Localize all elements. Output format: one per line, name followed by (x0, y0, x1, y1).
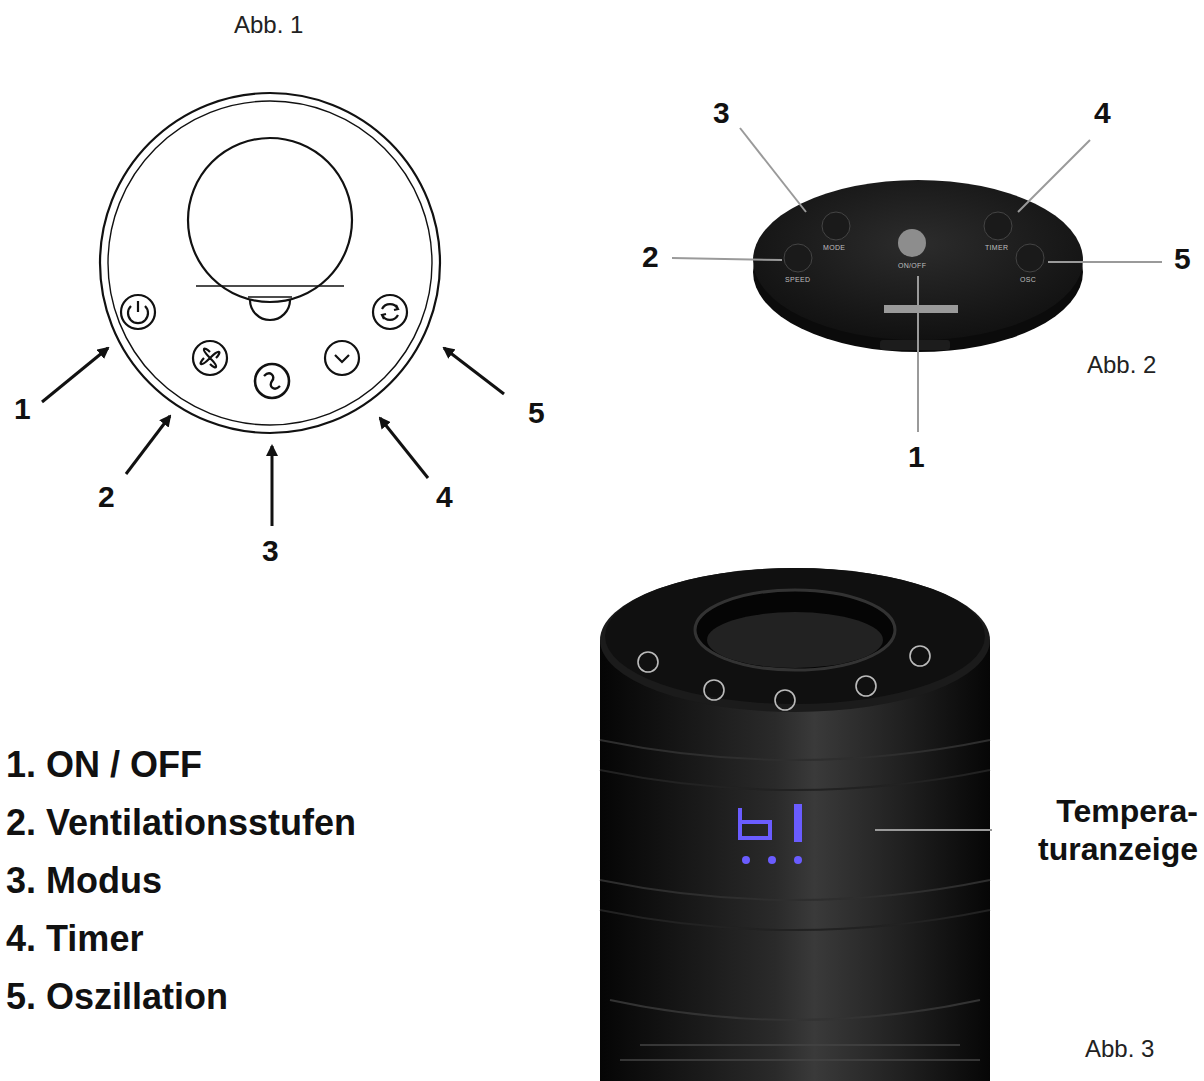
figure-caption: Abb. 3 (1085, 1036, 1154, 1062)
legend-item: 5. Oszillation (6, 977, 228, 1017)
button-label: TIMER (985, 244, 1008, 252)
leader-lines (672, 128, 1162, 432)
button-label: SPEED (785, 276, 810, 284)
callout-number: 5 (528, 396, 545, 429)
tower-fan (600, 568, 992, 1081)
callout-number: 2 (98, 480, 115, 513)
legend-item: 2. Ventilationsstufen (6, 803, 356, 843)
callout-number: 4 (1094, 96, 1111, 129)
callout-number: 1 (14, 392, 31, 425)
part-label: Tempera- turanzeige (998, 792, 1198, 869)
figure-caption: Abb. 2 (1087, 352, 1156, 378)
button-label: OSC (1020, 276, 1036, 284)
callout-number: 1 (908, 440, 925, 473)
callout-number: 3 (262, 534, 279, 567)
control-panel (100, 93, 440, 433)
legend-item: 1. ON / OFF (6, 745, 202, 785)
button-label: ON/OFF (898, 262, 926, 270)
callout-number: 5 (1174, 242, 1191, 275)
callout-number: 2 (642, 240, 659, 273)
leader-arrows (42, 348, 504, 526)
legend-item: 4. Timer (6, 919, 143, 959)
legend-item: 3. Modus (6, 861, 162, 901)
button-label: MODE (823, 244, 845, 252)
figure-caption: Abb. 1 (234, 12, 303, 38)
callout-number: 3 (713, 96, 730, 129)
callout-number: 4 (436, 480, 453, 513)
